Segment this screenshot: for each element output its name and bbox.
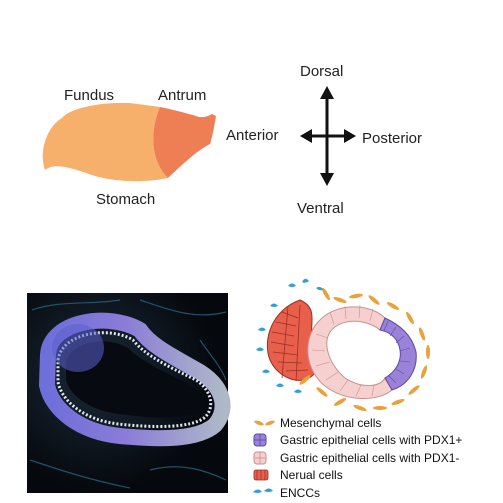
- stomach-antrum: [153, 107, 216, 178]
- neural-cell-cluster: [266, 299, 318, 381]
- pdx1-positive-cell-icon: [253, 433, 267, 447]
- label-ventral: Ventral: [297, 200, 344, 217]
- label-anterior: Anterior: [226, 127, 279, 144]
- mesenchymal-cell-icon: [254, 420, 275, 426]
- neural-cell-icon: [253, 469, 269, 481]
- enccs: [256, 278, 323, 393]
- legend-label-neural: Nerual cells: [280, 468, 343, 482]
- pdx1-positive-epithelium: [379, 317, 417, 391]
- legend-label-enccs: ENCCs: [280, 486, 320, 500]
- mesenchymal-cells: [299, 287, 430, 412]
- orientation-axes: [300, 86, 356, 186]
- legend-icons: [253, 420, 275, 493]
- label-fundus: Fundus: [64, 87, 115, 104]
- encc-icon: [253, 488, 273, 493]
- legend-label-pdx1-positive: Gastric epithelial cells with PDX1+: [280, 433, 462, 447]
- label-dorsal: Dorsal: [300, 63, 344, 80]
- label-stomach: Stomach: [96, 191, 156, 208]
- pdx1-negative-cell-icon: [253, 451, 267, 465]
- pdx1-negative-epithelium: [307, 306, 393, 400]
- legend-label-mesenchymal: Mesenchymal cells: [280, 416, 381, 430]
- label-posterior: Posterior: [362, 130, 423, 147]
- legend-label-pdx1-negative: Gastric epithelial cells with PDX1-: [280, 451, 459, 465]
- label-antrum: Antrum: [158, 87, 207, 104]
- stomach-fundus: [42, 102, 168, 182]
